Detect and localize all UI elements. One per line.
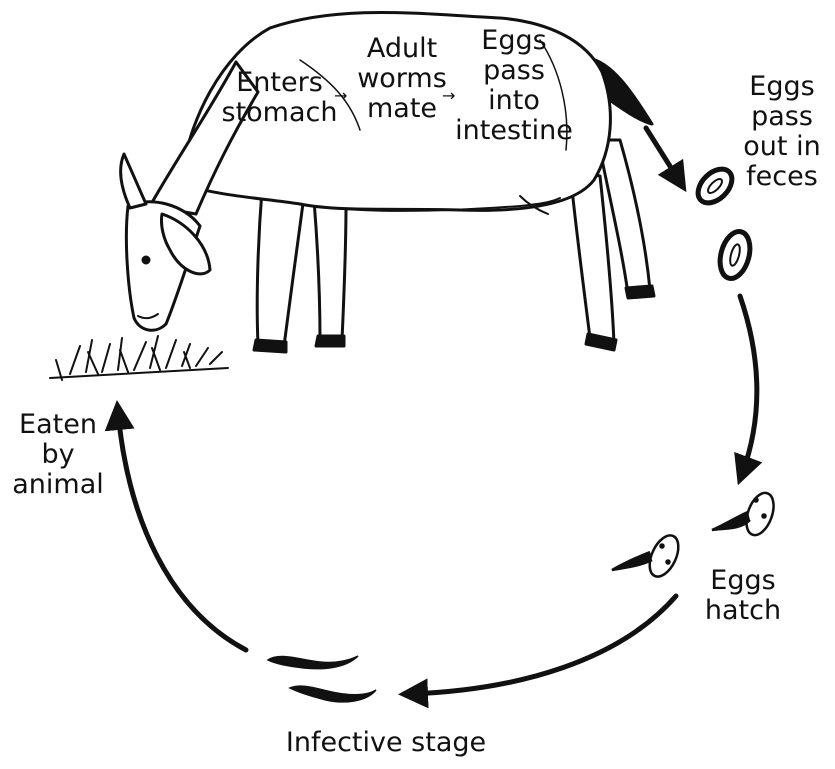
infective-larva-icon xyxy=(268,656,358,669)
hatching-larva-icon xyxy=(712,489,779,539)
label-eaten-by-animal: Eaten by animal xyxy=(2,410,114,500)
grass-tuft xyxy=(50,336,228,380)
hatching-larva-icon xyxy=(612,531,684,581)
arrow-enters-to-mate: → xyxy=(334,86,347,105)
cycle-arrow xyxy=(118,128,757,694)
egg-icon xyxy=(715,228,754,282)
label-eggs-pass-into-intestine: Eggs pass into intestine xyxy=(444,26,584,146)
label-enters-stomach: Enters stomach xyxy=(212,68,347,128)
infective-larva-icon xyxy=(290,686,376,702)
label-eggs-pass-out-in-feces: Eggs pass out in feces xyxy=(728,72,835,192)
label-adult-worms-mate: Adult worms mate xyxy=(352,34,452,124)
label-infective-stage: Infective stage xyxy=(236,728,536,758)
label-eggs-hatch: Eggs hatch xyxy=(688,566,798,626)
